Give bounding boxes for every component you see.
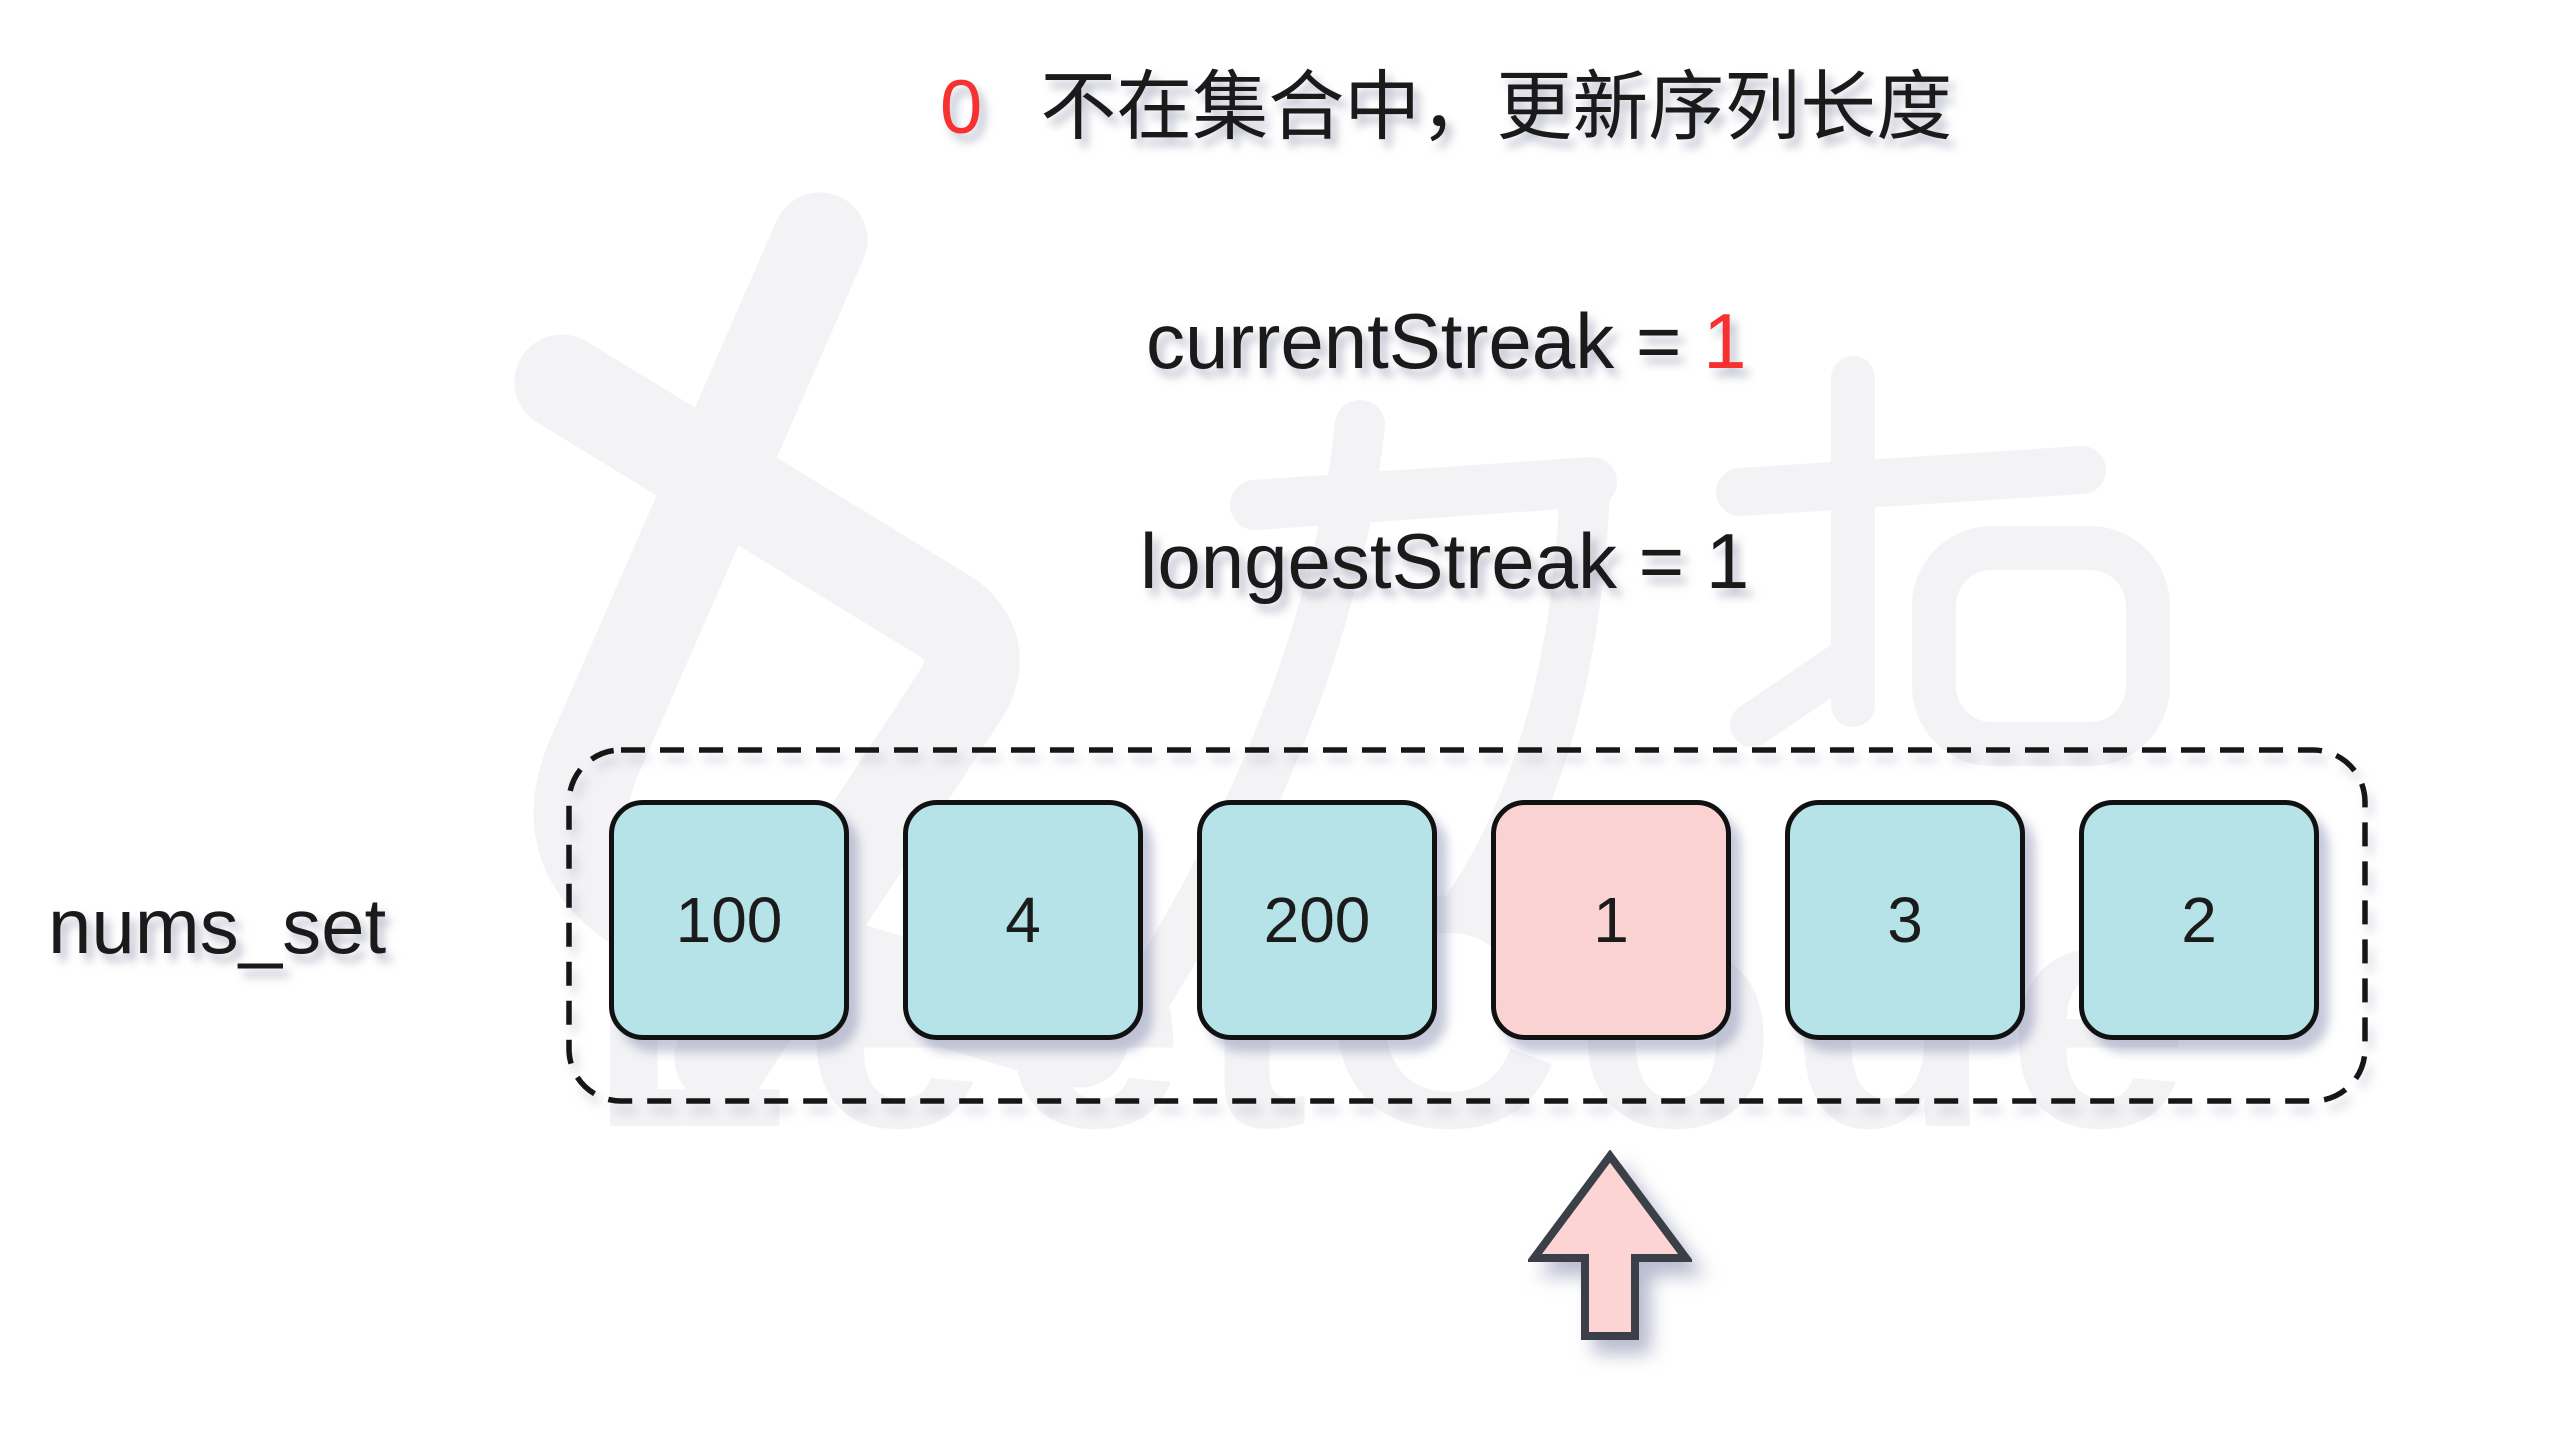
pointer-arrow-icon xyxy=(1528,1150,1692,1340)
set-item-value: 4 xyxy=(1005,884,1041,956)
caption-text: 不在集合中，更新序列长度 xyxy=(1040,65,1953,150)
set-item-value: 1 xyxy=(1593,884,1629,956)
set-item-value: 200 xyxy=(1263,884,1371,956)
variable-current-streak: currentStreak = 1 xyxy=(1146,302,1747,380)
caption-highlight: 0 xyxy=(940,65,983,150)
set-item-value: 2 xyxy=(2181,884,2217,956)
set-item: 4 xyxy=(903,800,1143,1040)
set-item-value: 100 xyxy=(675,884,783,956)
variable-longest-streak: longestStreak = 1 xyxy=(1140,522,1749,600)
variable-value: 1 xyxy=(1703,297,1747,385)
equals-sign: = xyxy=(1614,297,1704,385)
variable-name: currentStreak xyxy=(1146,297,1615,385)
set-item-value: 3 xyxy=(1887,884,1923,956)
set-item: 3 xyxy=(1785,800,2025,1040)
set-row: 100 4 200 1 3 2 xyxy=(609,800,2319,1040)
set-item: 100 xyxy=(609,800,849,1040)
set-item-highlighted: 1 xyxy=(1491,800,1731,1040)
nums-set-label: nums_set xyxy=(48,882,387,970)
watermark-kou-char xyxy=(1716,356,2170,766)
set-item: 2 xyxy=(2079,800,2319,1040)
set-item: 200 xyxy=(1197,800,1437,1040)
equals-sign: = xyxy=(1616,517,1706,605)
nums-set-container xyxy=(566,747,2368,1104)
variable-name: longestStreak xyxy=(1140,517,1617,605)
variable-value: 1 xyxy=(1705,517,1750,605)
